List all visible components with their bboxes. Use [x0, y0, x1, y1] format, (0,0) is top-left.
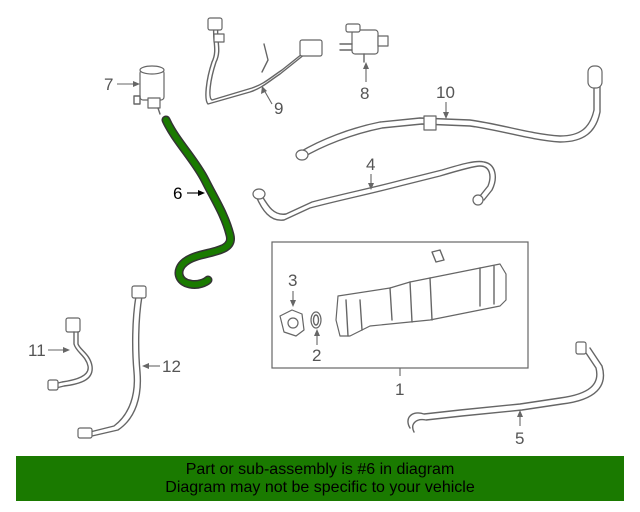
part-1-canister[interactable]	[335, 249, 507, 337]
svg-text:8: 8	[360, 84, 369, 103]
parts-diagram: 7 6 9 8	[28, 17, 605, 448]
part-7-valve[interactable]	[133, 65, 165, 115]
banner-line-1: Part or sub-assembly is #6 in diagram	[185, 460, 455, 478]
callout-9: 9	[261, 86, 283, 118]
callout-5: 5	[515, 410, 524, 448]
svg-text:12: 12	[162, 357, 181, 376]
svg-text:5: 5	[515, 429, 524, 448]
part-4-tube[interactable]	[252, 160, 496, 221]
part-3-connector[interactable]	[279, 309, 305, 337]
callout-2: 2	[312, 329, 321, 365]
part-9-vapor-line[interactable]	[205, 17, 323, 105]
callout-10: 10	[436, 83, 455, 119]
callout-6: 6	[173, 184, 205, 203]
svg-text:9: 9	[274, 99, 283, 118]
callout-12: 12	[142, 357, 181, 376]
svg-text:10: 10	[436, 83, 455, 102]
svg-text:2: 2	[312, 346, 321, 365]
part-8-purge-valve[interactable]	[339, 23, 389, 63]
part-12-hose[interactable]	[77, 285, 147, 439]
callout-1: 1	[395, 368, 404, 399]
svg-text:1: 1	[395, 380, 404, 399]
part-10-tube[interactable]	[295, 65, 603, 161]
info-banner: Part or sub-assembly is #6 in diagram Di…	[16, 456, 624, 501]
svg-text:11: 11	[28, 341, 46, 360]
svg-text:3: 3	[288, 271, 297, 290]
part-11-harness[interactable]	[47, 317, 93, 391]
banner-line-2: Diagram may not be specific to your vehi…	[165, 478, 475, 496]
callout-8: 8	[360, 62, 369, 103]
svg-text:6: 6	[173, 184, 182, 203]
callout-4: 4	[366, 155, 375, 190]
callout-11: 11	[28, 341, 70, 360]
svg-text:4: 4	[366, 155, 375, 174]
svg-text:7: 7	[104, 75, 113, 94]
part-6-hose-highlighted[interactable]	[161, 115, 235, 289]
part-2-o-ring[interactable]	[310, 311, 322, 329]
callout-3: 3	[288, 271, 297, 307]
part-5-tube[interactable]	[407, 341, 605, 433]
callout-7: 7	[104, 75, 140, 94]
